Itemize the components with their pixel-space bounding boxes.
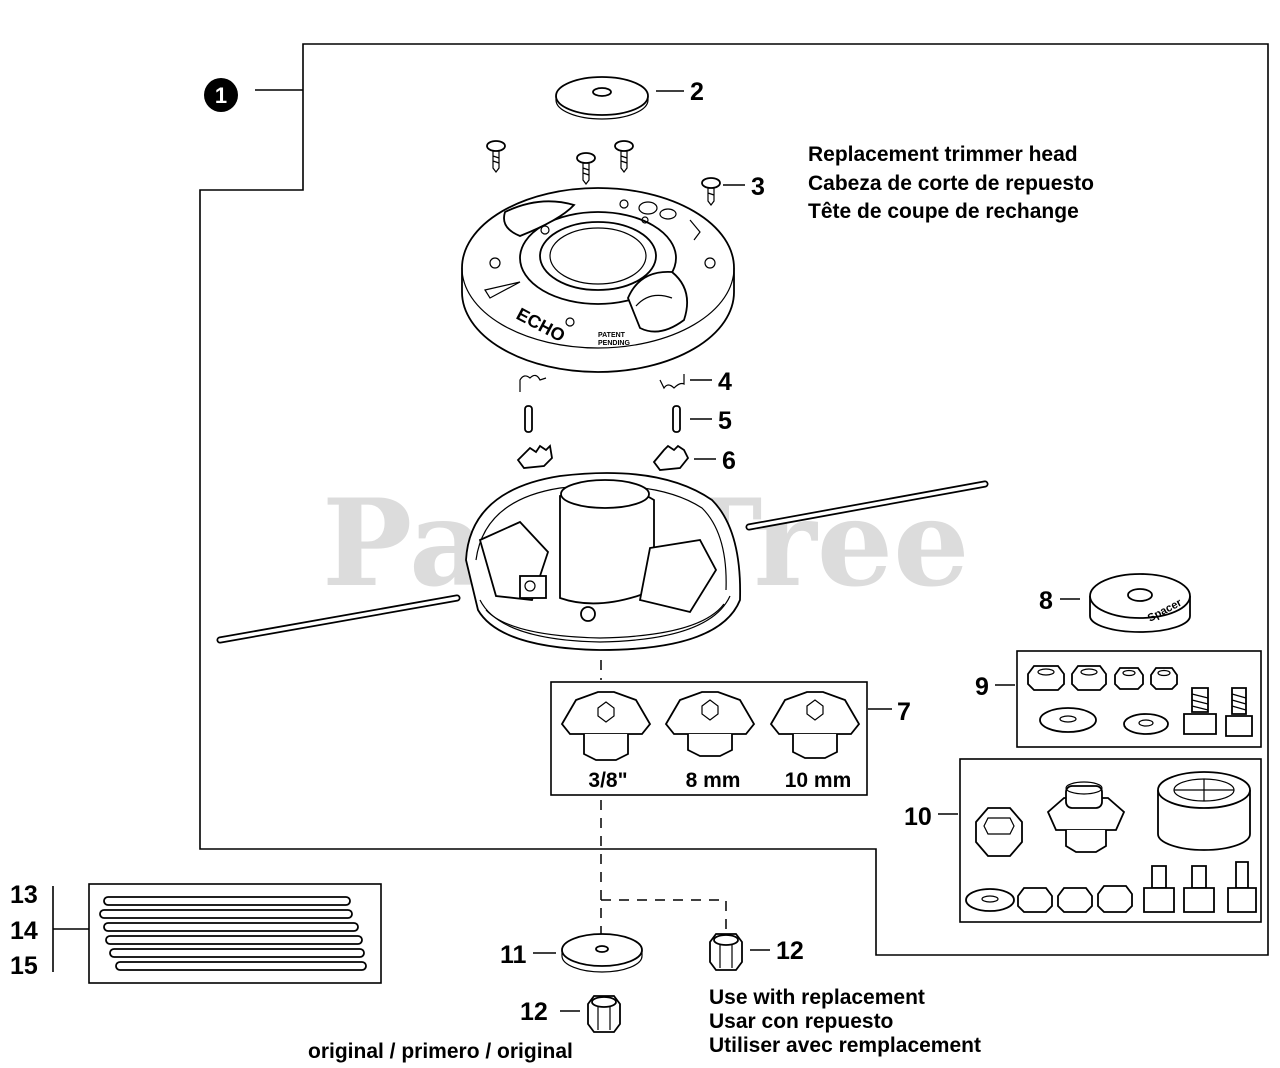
part-12-nut-replacement bbox=[709, 933, 743, 971]
callout-6: 6 bbox=[722, 447, 736, 475]
part-3-screws bbox=[486, 140, 721, 206]
callout-1: 1 bbox=[215, 83, 227, 108]
callout-9: 9 bbox=[975, 673, 989, 701]
header-line-3: Tête de coupe de rechange bbox=[808, 200, 1079, 223]
callout-8: 8 bbox=[1039, 587, 1053, 615]
part-11-washer bbox=[561, 933, 643, 973]
callout-13: 13 bbox=[10, 881, 38, 909]
header-line-1: Replacement trimmer head bbox=[808, 143, 1078, 166]
assembly-outline bbox=[199, 43, 1269, 956]
part-5-pins bbox=[524, 405, 681, 433]
callout-7: 7 bbox=[897, 698, 911, 726]
parts-13-15-line-box bbox=[88, 883, 382, 984]
callout-14: 14 bbox=[10, 917, 38, 945]
caption-replacement-3: Utiliser avec remplacement bbox=[709, 1034, 981, 1057]
callout-10: 10 bbox=[904, 803, 932, 831]
part-9-hardware-box bbox=[1016, 650, 1262, 748]
callout-12-replacement: 12 bbox=[776, 937, 804, 965]
spool-housing bbox=[465, 472, 741, 651]
callout-4: 4 bbox=[718, 368, 732, 396]
patent-line-2: PENDING bbox=[598, 340, 630, 347]
callout-2: 2 bbox=[690, 78, 704, 106]
part-7-adapters-box bbox=[550, 681, 868, 796]
caption-original: original / primero / original bbox=[308, 1040, 573, 1063]
adapter-label-10mm: 10 mm bbox=[785, 769, 852, 792]
adapter-label-3-8: 3/8" bbox=[588, 769, 627, 792]
part-12-nut-original bbox=[587, 995, 621, 1033]
adapter-10mm bbox=[769, 691, 861, 759]
callout-3: 3 bbox=[751, 173, 765, 201]
trimmer-head-cap: ECHO PATENT PENDING bbox=[461, 187, 735, 373]
callout-15: 15 bbox=[10, 952, 38, 980]
part-6-cams bbox=[516, 444, 690, 471]
header-line-2: Cabeza de corte de repuesto bbox=[808, 172, 1094, 195]
part-9-hardware bbox=[1027, 665, 1253, 737]
part-10-kit-box bbox=[959, 758, 1262, 923]
callout-1-badge bbox=[204, 78, 238, 112]
part-4-springs bbox=[519, 374, 685, 392]
axis-branch bbox=[601, 899, 727, 932]
caption-replacement-2: Usar con repuesto bbox=[709, 1010, 893, 1033]
adapter-label-8mm: 8 mm bbox=[686, 769, 741, 792]
callout-11: 11 bbox=[500, 941, 527, 969]
callout-12-original: 12 bbox=[520, 998, 548, 1026]
adapter-8mm bbox=[664, 691, 756, 757]
trimmer-line-coils bbox=[99, 896, 367, 971]
adapter-3-8 bbox=[560, 691, 652, 761]
caption-replacement-1: Use with replacement bbox=[709, 986, 925, 1009]
part-2-washer bbox=[555, 76, 649, 120]
patent-line-1: PATENT bbox=[598, 332, 626, 339]
callout-5: 5 bbox=[718, 407, 732, 435]
part-10-kit bbox=[965, 771, 1257, 913]
part-8-spacer: Spacer bbox=[1089, 573, 1191, 633]
